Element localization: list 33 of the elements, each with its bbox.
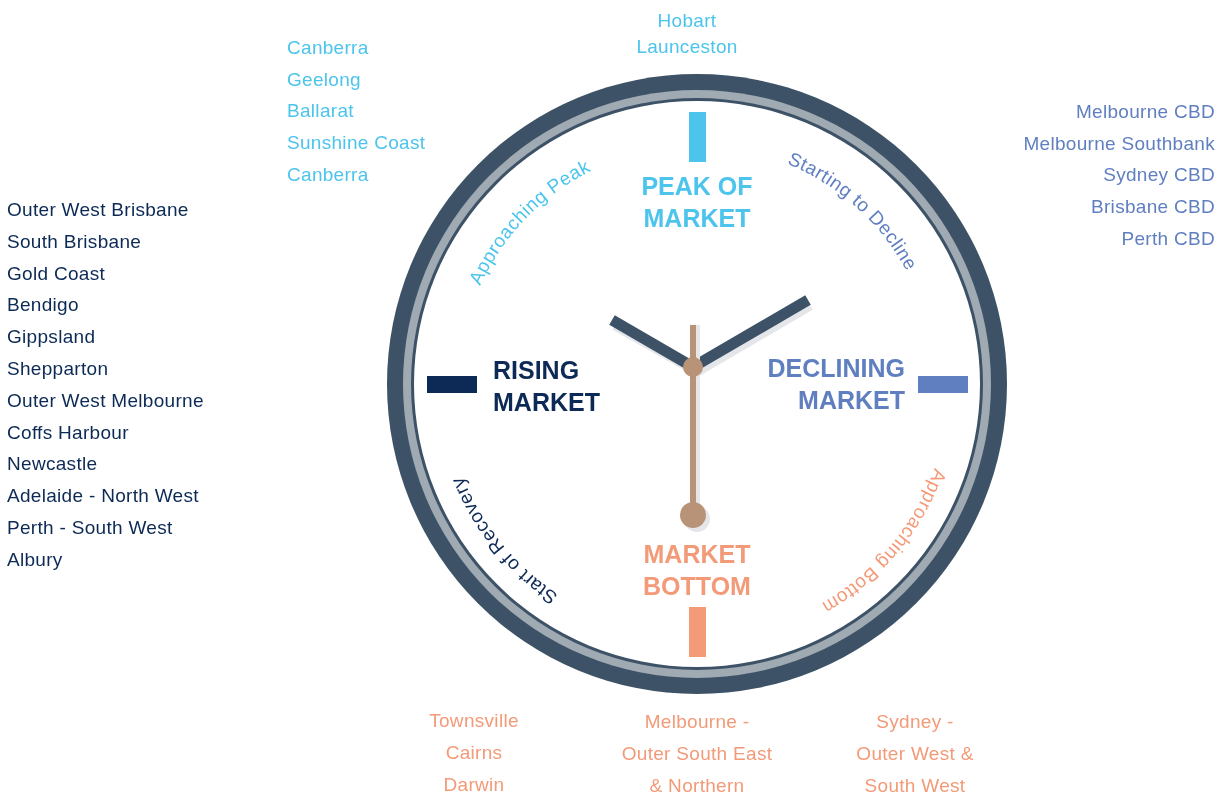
place-name: Launceston xyxy=(636,35,738,59)
place-name: Outer West Brisbane xyxy=(7,198,189,222)
phase-heading: RISING MARKET xyxy=(493,355,601,418)
place-name: Geelong xyxy=(287,67,361,92)
place-name: Townsville xyxy=(429,709,519,733)
place-name: Shepparton xyxy=(7,357,109,381)
place-name: Brisbane CBD xyxy=(1091,195,1215,220)
place-name: Melbourne - Outer South East & Northern xyxy=(620,710,774,796)
phase-heading: MARKET BOTTOM xyxy=(642,539,752,602)
place-name: Outer West Melbourne xyxy=(7,388,204,413)
place-name: Albury xyxy=(7,547,63,572)
place-name: Melbourne CBD xyxy=(1075,100,1215,124)
place-name: Cairns xyxy=(445,741,503,765)
place-name: Sunshine Coast xyxy=(287,131,426,156)
place-name: Adelaide - North West xyxy=(7,484,199,509)
place-name: Sydney CBD xyxy=(1103,163,1215,188)
phase-heading: DECLINING MARKET xyxy=(766,353,905,416)
place-name: Ballarat xyxy=(287,99,354,124)
place-name: Hobart xyxy=(657,9,717,33)
place-name: Sydney - Outer West & South West xyxy=(855,710,975,796)
place-name: Gippsland xyxy=(7,325,96,350)
place-name: Darwin xyxy=(443,773,505,796)
place-name: Canberra xyxy=(287,36,369,60)
place-name: South Brisbane xyxy=(7,229,142,254)
place-name: Newcastle xyxy=(7,452,98,477)
phase-heading: PEAK OF MARKET xyxy=(640,171,754,234)
place-name: Melbourne Southbank xyxy=(1023,131,1215,156)
place-name: Perth CBD xyxy=(1121,226,1215,251)
place-name: Canberra xyxy=(287,162,369,187)
place-name: Gold Coast xyxy=(7,261,106,286)
place-name: Bendigo xyxy=(7,293,79,318)
place-name: Perth - South West xyxy=(7,516,173,540)
place-name: Coffs Harbour xyxy=(7,420,129,445)
